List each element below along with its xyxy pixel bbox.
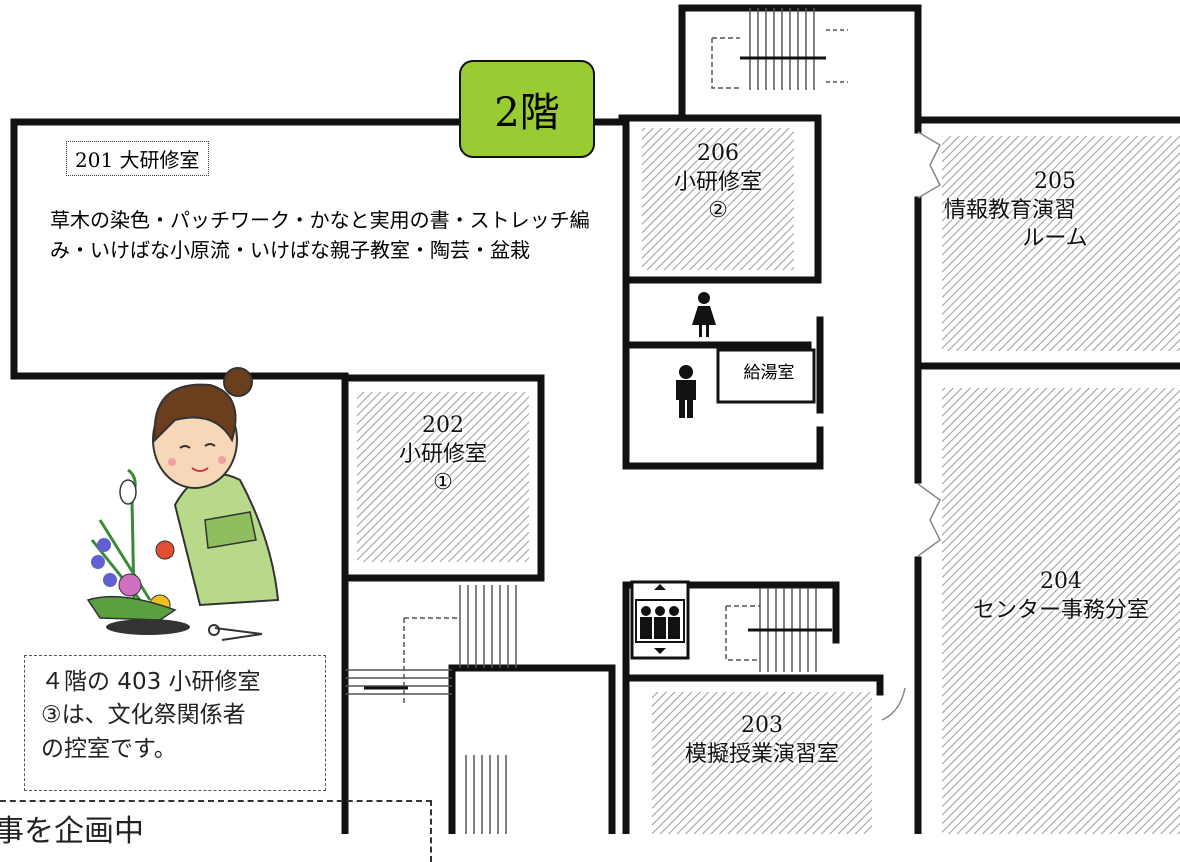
- note-line-1: ４階の 403 小研修室: [41, 669, 261, 695]
- floor-badge: 2階: [459, 60, 595, 158]
- room-206-number: 206: [697, 141, 739, 166]
- room-206-label[interactable]: 206 小研修室 ②: [642, 140, 794, 226]
- room-204-label[interactable]: 204 センター事務分室: [942, 568, 1180, 625]
- room-206-name: 小研修室: [673, 169, 762, 195]
- room-205-name-line1: 情報教育演習: [944, 197, 1077, 223]
- room-205-area[interactable]: [942, 136, 1180, 351]
- room-205-name-line2: ルーム: [1022, 226, 1088, 252]
- room-203-name: 模擬授業演習室: [684, 741, 839, 767]
- ikebana-woman-illustration: [86, 367, 280, 641]
- note-line-3: の控室です。: [41, 735, 177, 762]
- room-202-label[interactable]: 202 小研修室 ①: [357, 412, 529, 498]
- room-206-mark: ②: [708, 198, 728, 224]
- kitchen-label: 給湯室: [743, 363, 795, 383]
- room-201-name: 201 大研修室: [66, 141, 209, 176]
- room-202-name: 小研修室: [398, 441, 487, 467]
- note-line-2: ③は、文化祭関係者: [41, 702, 246, 729]
- male-restroom-icon: [676, 365, 696, 418]
- room-202-mark: ①: [433, 470, 453, 496]
- room-205-number: 205: [1034, 169, 1076, 194]
- stairs-icon: [345, 8, 848, 834]
- door-icon: [881, 131, 941, 721]
- room-204-area[interactable]: [942, 388, 1180, 834]
- room-205-label[interactable]: 205 情報教育演習 ルーム: [930, 168, 1180, 254]
- room-202-area[interactable]: [357, 392, 529, 562]
- walls: [10, 4, 1180, 834]
- room-204-number: 204: [1040, 569, 1082, 594]
- floor-map: [10, 4, 1180, 834]
- room-203-label[interactable]: 203 模擬授業演習室: [652, 712, 872, 769]
- room-203-number: 203: [741, 713, 783, 738]
- female-restroom-icon: [692, 292, 716, 337]
- bottom-callout-text: 事を企画中: [0, 814, 144, 849]
- elevator-icon: [630, 580, 690, 660]
- room-201-description: 草木の染色・パッチワーク・かなと実用の書・ストレッチ編み・いけばな小原流・いけば…: [50, 208, 590, 262]
- bottom-callout-frame: [0, 800, 432, 862]
- room-202-number: 202: [422, 413, 464, 438]
- room-203-area[interactable]: [652, 692, 872, 834]
- info-note: ４階の 403 小研修室 ③は、文化祭関係者 の控室です。: [24, 655, 326, 791]
- room-206-area[interactable]: [642, 128, 794, 270]
- room-204-name: センター事務分室: [972, 597, 1149, 623]
- kitchen-box: [716, 348, 816, 404]
